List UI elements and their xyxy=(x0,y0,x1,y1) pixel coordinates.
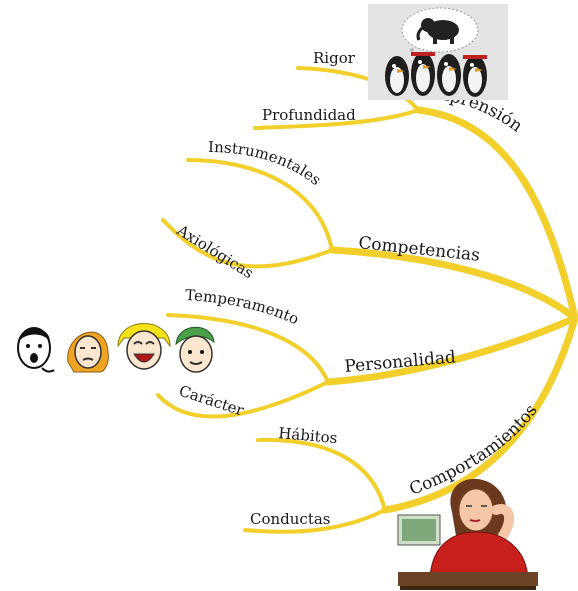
girl-face-icon xyxy=(67,331,109,373)
twig-axiologicas xyxy=(161,218,334,269)
children-faces-clipart xyxy=(17,323,215,373)
laughing-girl-face-icon xyxy=(117,323,171,370)
branches xyxy=(156,66,578,534)
leaf-label-temperamento: Temperamento xyxy=(185,286,302,328)
leaf-label-conductas: Conductas xyxy=(250,510,331,528)
twig-caracter xyxy=(156,380,330,419)
trunk-competencias xyxy=(328,246,578,322)
hub-node xyxy=(571,314,578,322)
elephant-icon xyxy=(416,18,459,44)
leaf-label-axiologicas: Axiológicas xyxy=(173,221,257,283)
twig-conductas xyxy=(243,508,387,534)
twig-habitos xyxy=(256,437,387,512)
penguin-group-icon xyxy=(385,52,487,97)
trunk-comportamientos xyxy=(381,314,578,514)
boy-green-hair-face-icon xyxy=(175,326,215,373)
leaf-label-habitos: Hábitos xyxy=(278,424,339,447)
penguins-elephant-clipart xyxy=(368,4,508,100)
leaf-label-rigor: Rigor xyxy=(313,49,356,67)
thinking-woman-clipart xyxy=(397,478,538,590)
trunk-comprension xyxy=(414,106,578,322)
trunk-personalidad xyxy=(324,314,578,386)
boy-face-icon xyxy=(17,327,55,373)
twig-instrumentales xyxy=(186,158,334,252)
twig-temperamento xyxy=(166,313,330,384)
twig-profundidad xyxy=(253,108,420,130)
leaf-label-profundidad: Profundidad xyxy=(262,106,356,124)
desk-icon xyxy=(398,572,538,586)
